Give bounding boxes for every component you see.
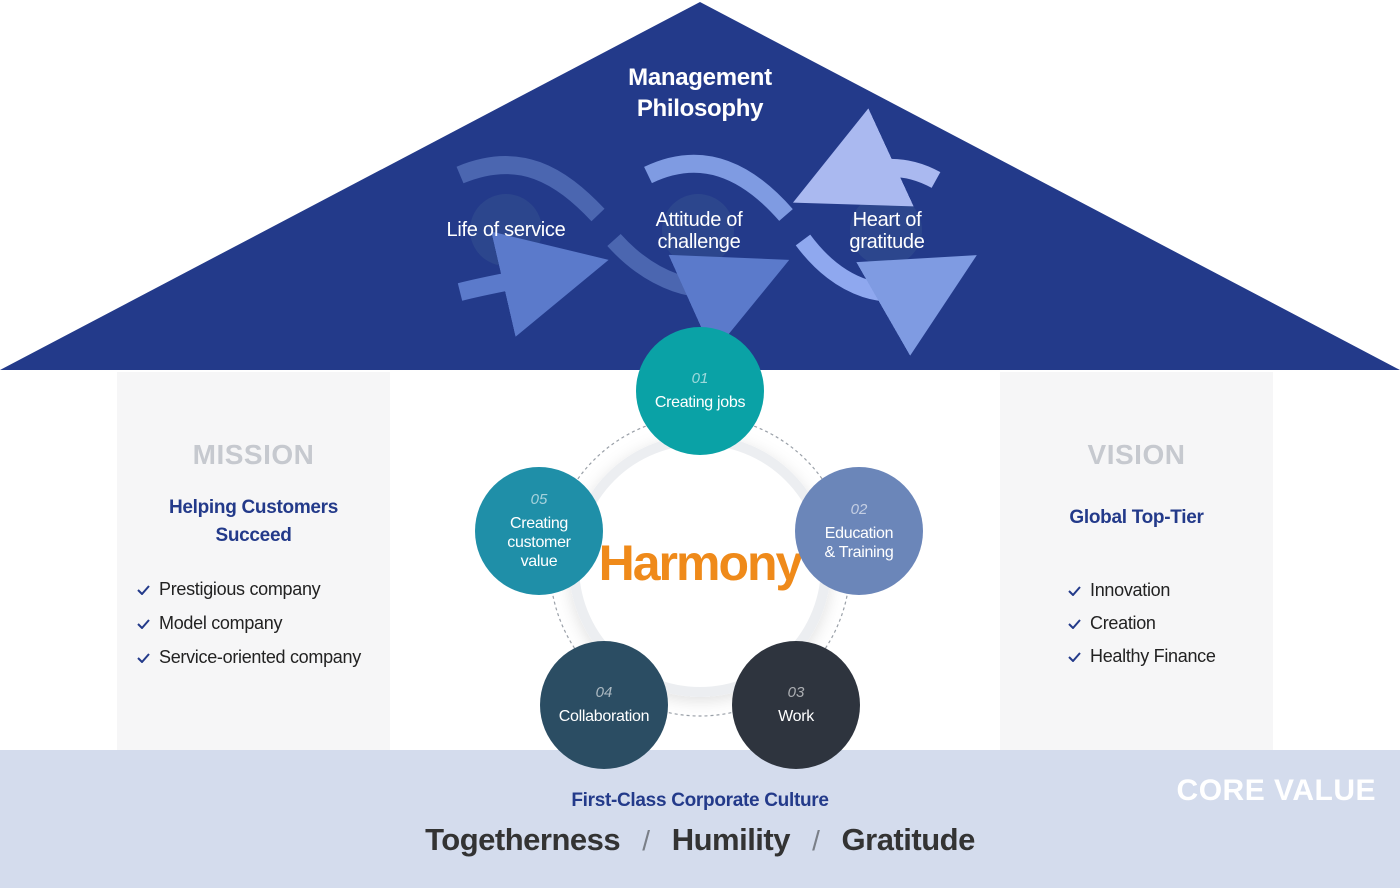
core-value-subtitle: First-Class Corporate Culture xyxy=(571,790,829,811)
mission-heading: MISSION xyxy=(192,439,315,470)
check-icon xyxy=(137,619,150,630)
value-number: 05 xyxy=(530,491,548,508)
vision-subtitle: Global Top-Tier xyxy=(1069,507,1204,528)
cycle-attitude-of-challenge xyxy=(607,154,793,354)
value-number: 01 xyxy=(691,370,709,387)
list-item: Creation xyxy=(1068,610,1216,643)
core-value-heading: CORE VALUE xyxy=(1176,774,1376,807)
separator: / xyxy=(812,825,820,856)
list-item: Model company xyxy=(137,610,361,644)
vision-heading: VISION xyxy=(1087,439,1186,470)
roof-triangle xyxy=(0,2,1400,370)
value-number: 04 xyxy=(595,684,613,701)
check-icon xyxy=(137,653,150,664)
mission-list: Prestigious company Model company Servic… xyxy=(137,576,361,678)
check-icon xyxy=(1068,619,1081,630)
harmony-label: Harmony xyxy=(598,535,804,591)
mission-pillar: MISSION Helping Customers Succeed Presti… xyxy=(117,372,390,750)
list-item: Service-oriented company xyxy=(137,644,361,678)
cycle-label-life-of-service: Life of service xyxy=(446,219,566,241)
management-philosophy-title: Management Philosophy xyxy=(500,62,900,124)
vision-list: Innovation Creation Healthy Finance xyxy=(1068,577,1216,676)
cycle-label-heart-of-gratitude: Heart of gratitude xyxy=(849,209,925,253)
core-value-band: CORE VALUE First-Class Corporate Culture… xyxy=(0,750,1400,888)
value-circle-education-training: 02 Education & Training xyxy=(795,467,923,595)
management-title-line2: Philosophy xyxy=(636,95,764,122)
value-circle-creating-jobs: 01 Creating jobs xyxy=(636,327,764,455)
value-number: 02 xyxy=(850,500,868,518)
vision-pillar: VISION Global Top-Tier Innovation Creati… xyxy=(1000,372,1273,750)
check-icon xyxy=(1068,586,1081,597)
value-circle-collaboration: 04 Collaboration xyxy=(540,641,668,769)
mission-subtitle: Helping Customers Succeed xyxy=(168,497,339,546)
list-item: Prestigious company xyxy=(137,576,361,610)
core-value-gratitude: Gratitude xyxy=(841,822,976,857)
core-values-line: Togetherness / Humility / Gratitude xyxy=(0,822,1400,858)
cycle-heart-of-gratitude xyxy=(792,108,977,356)
roof xyxy=(0,2,1400,370)
list-item: Healthy Finance xyxy=(1068,643,1216,676)
value-circle-creating-customer-value: 05 Creating customer value xyxy=(475,467,603,595)
check-icon xyxy=(137,585,150,596)
list-item: Innovation xyxy=(1068,577,1216,610)
cycle-label-attitude-of-challenge: Attitude of challenge xyxy=(655,209,743,253)
value-circle-work: 03 Work xyxy=(732,641,860,769)
management-title-line1: Management xyxy=(628,64,772,91)
separator: / xyxy=(642,825,650,856)
cycle-life-of-service xyxy=(456,156,609,337)
core-value-togetherness: Togetherness xyxy=(425,822,621,857)
value-number: 03 xyxy=(787,684,805,701)
check-icon xyxy=(1068,652,1081,663)
core-value-humility: Humility xyxy=(671,822,791,857)
